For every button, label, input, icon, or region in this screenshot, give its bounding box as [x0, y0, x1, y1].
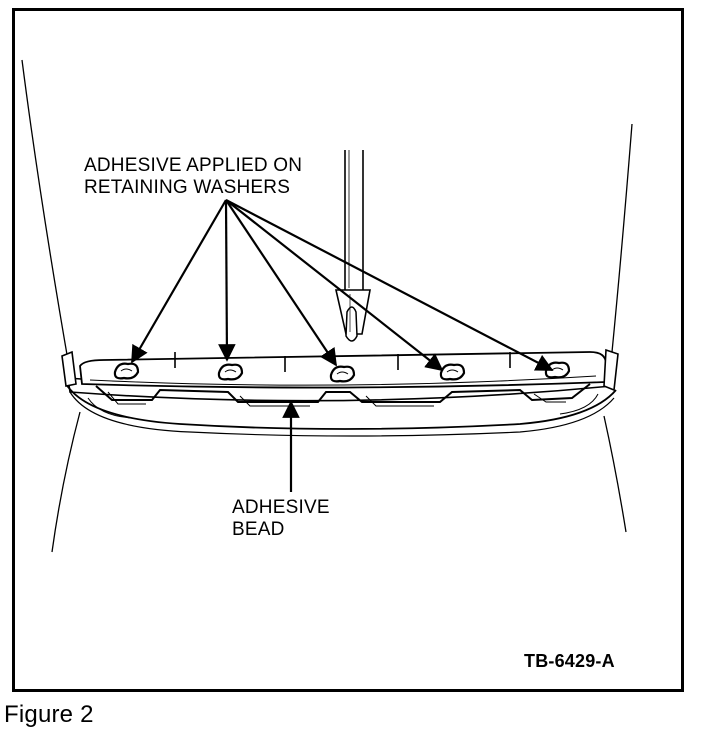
figure-code: TB-6429-A — [524, 651, 615, 671]
figure-frame — [12, 8, 684, 692]
retaining-washer — [113, 362, 140, 380]
leader-arrow — [218, 199, 236, 362]
washer-leader-arrows — [131, 199, 554, 372]
washers-callout-line1: ADHESIVE APPLIED ON — [84, 155, 303, 176]
bead-callout-line2: BEAD — [232, 519, 285, 540]
leader-arrow — [225, 199, 444, 372]
lower-outline-right — [603, 415, 627, 533]
retaining-washer — [544, 361, 571, 379]
bead-callout: ADHESIVE BEAD — [232, 497, 330, 541]
lower-outline-left — [51, 411, 81, 553]
body-outline-right — [611, 123, 633, 353]
retaining-washers — [113, 361, 571, 383]
retaining-washer — [217, 363, 244, 381]
washers-callout-line2: RETAINING WASHERS — [84, 177, 291, 198]
body-outline-left — [21, 59, 71, 373]
leader-arrow — [225, 199, 554, 371]
washers-callout: ADHESIVE APPLIED ON RETAINING WASHERS — [84, 155, 302, 199]
retaining-washer — [329, 365, 356, 383]
applicator-nozzle — [334, 150, 371, 342]
bead-callout-line1: ADHESIVE — [232, 497, 330, 518]
figure-caption: Figure 2 — [4, 701, 94, 728]
leader-arrow — [131, 199, 227, 364]
leader-arrow — [225, 199, 337, 367]
retaining-washer — [439, 363, 466, 381]
